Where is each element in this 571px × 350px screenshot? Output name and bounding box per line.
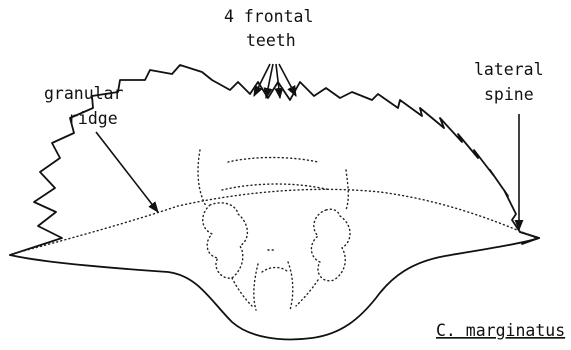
frontal-teeth-label-line2: teeth — [246, 31, 296, 50]
lateral-spine-label-line2: spine — [484, 85, 534, 104]
granular-ridge-label-line2: ridge — [68, 109, 118, 128]
gastric-arc-upper — [228, 158, 318, 163]
lateral-spine-label-line1: lateral — [474, 60, 544, 79]
granular-ridge-line — [12, 189, 536, 254]
frontal-teeth-arrow-3 — [276, 64, 280, 98]
frontal-teeth-label-line1: 4 frontal — [224, 7, 313, 26]
cardiac-region-left — [254, 264, 258, 310]
granular-ridge-arrow — [96, 132, 158, 212]
right-lobe-cluster — [311, 209, 350, 281]
frontal-teeth-arrow-4 — [279, 64, 296, 96]
right-lobe-inner — [296, 280, 318, 306]
left-lobe-cluster — [203, 203, 248, 278]
left-lobe-inner — [232, 278, 252, 306]
cardiac-region-right — [288, 262, 293, 310]
gastric-region-left-edge — [198, 150, 206, 206]
granular-ridge-label-line1: granular — [44, 84, 124, 103]
gastric-arc-lower — [222, 184, 330, 190]
cardiac-region-center — [262, 250, 288, 272]
species-name-label: C. marginatus — [436, 321, 565, 340]
